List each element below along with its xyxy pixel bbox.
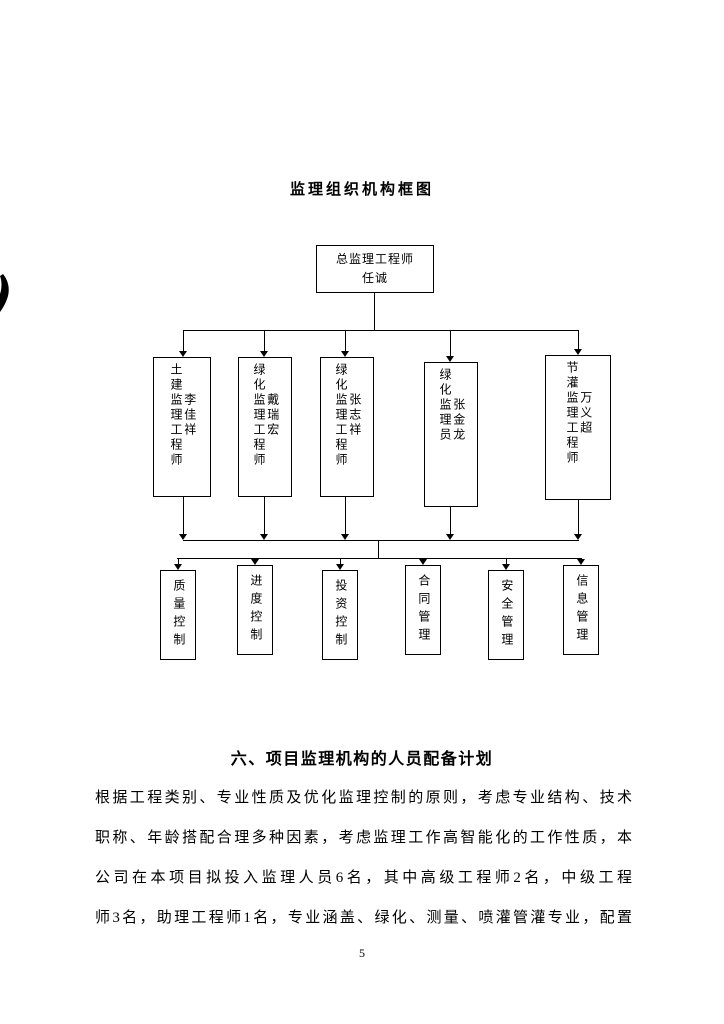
person-name: 李佳祥 xyxy=(182,393,197,438)
person-name: 戴瑞宏 xyxy=(265,393,280,438)
paragraph-line: 师3名，助理工程师1名，专业涵盖、绿化、测量、喷灌管灌专业，配置 xyxy=(95,910,632,926)
function-label: 投资控制 xyxy=(333,579,348,651)
page-number: 5 xyxy=(359,946,365,960)
connector-line xyxy=(374,293,375,331)
arrowhead xyxy=(260,351,268,357)
diagram-title: 监理组织机构框图 xyxy=(289,182,434,198)
paragraph-line: 根据工程类别、专业性质及优化监理控制的原则，考虑专业结构、技术 xyxy=(95,790,632,806)
chief-role: 总监理工程师 xyxy=(335,251,414,266)
arrowhead xyxy=(574,534,582,540)
greening-supervisor-box: 绿化监理员 张金龙 xyxy=(424,362,478,507)
connector-line xyxy=(177,558,582,559)
function-label: 信息管理 xyxy=(574,574,589,646)
arrowhead xyxy=(179,534,187,540)
information-management-box: 信息管理 xyxy=(563,565,599,655)
chief-supervision-engineer-box: 总监理工程师 任诚 xyxy=(316,245,434,293)
ink-mark xyxy=(0,274,9,312)
connector-line xyxy=(578,500,579,534)
person-name: 张志祥 xyxy=(347,393,362,438)
section-heading: 六、项目监理机构的人员配备计划 xyxy=(230,751,494,768)
safety-management-box: 安全管理 xyxy=(488,570,524,660)
contract-management-box: 合同管理 xyxy=(405,565,441,655)
arrowhead xyxy=(260,534,268,540)
arrowhead xyxy=(174,564,182,570)
connector-line xyxy=(450,507,451,534)
connector-line xyxy=(178,558,179,564)
role-label: 土建监理工程师 xyxy=(169,363,183,468)
quality-control-box: 质量控制 xyxy=(160,570,196,660)
function-label: 进度控制 xyxy=(248,574,263,646)
function-label: 安全管理 xyxy=(499,579,514,651)
arrowhead xyxy=(574,349,582,355)
investment-control-box: 投资控制 xyxy=(322,570,358,660)
role-label: 绿化监理工程师 xyxy=(252,363,266,468)
arrowhead xyxy=(341,534,349,540)
chief-name: 任诚 xyxy=(361,271,388,285)
connector-line xyxy=(450,330,451,356)
connector-line xyxy=(183,497,184,534)
greening-supervision-engineer-box-2: 绿化监理工程师 张志祥 xyxy=(320,357,374,497)
arrowhead xyxy=(446,534,454,540)
arrowhead xyxy=(446,356,454,362)
person-name: 张金龙 xyxy=(451,398,466,443)
body-paragraph: 根据工程类别、专业性质及优化监理控制的原则，考虑专业结构、技术 职称、年龄搭配合… xyxy=(95,778,632,938)
connector-line xyxy=(345,330,346,351)
arrowhead xyxy=(502,564,510,570)
arrowhead xyxy=(341,351,349,357)
connector-line xyxy=(264,330,265,351)
civil-supervision-engineer-box: 土建监理工程师 李佳祥 xyxy=(153,357,211,497)
connector-line xyxy=(264,497,265,534)
arrowhead xyxy=(336,564,344,570)
connector-line xyxy=(345,497,346,534)
paragraph-line: 公司在本项目拟投入监理人员6名，其中高级工程师2名，中级工程 xyxy=(95,870,632,886)
arrowhead xyxy=(251,559,259,565)
person-name: 万义超 xyxy=(578,391,593,436)
irrigation-supervision-engineer-box: 节灌监理工程师 万义超 xyxy=(545,355,611,500)
arrowhead xyxy=(577,559,585,565)
connector-line xyxy=(340,558,341,564)
connector-line xyxy=(183,330,184,351)
connector-line xyxy=(378,540,379,558)
role-label: 绿化监理员 xyxy=(438,368,452,443)
connector-line xyxy=(183,330,579,331)
function-label: 合同管理 xyxy=(416,574,431,646)
connector-line xyxy=(578,330,579,349)
connector-line xyxy=(506,558,507,564)
connector-line xyxy=(183,540,579,541)
schedule-control-box: 进度控制 xyxy=(237,565,273,655)
role-label: 节灌监理工程师 xyxy=(565,361,579,466)
paragraph-line: 职称、年龄搭配合理多种因素，考虑监理工作高智能化的工作性质，本 xyxy=(95,830,632,846)
role-label: 绿化监理工程师 xyxy=(334,363,348,468)
arrowhead xyxy=(419,559,427,565)
arrowhead xyxy=(179,351,187,357)
function-label: 质量控制 xyxy=(171,579,186,651)
greening-supervision-engineer-box-1: 绿化监理工程师 戴瑞宏 xyxy=(238,357,292,497)
